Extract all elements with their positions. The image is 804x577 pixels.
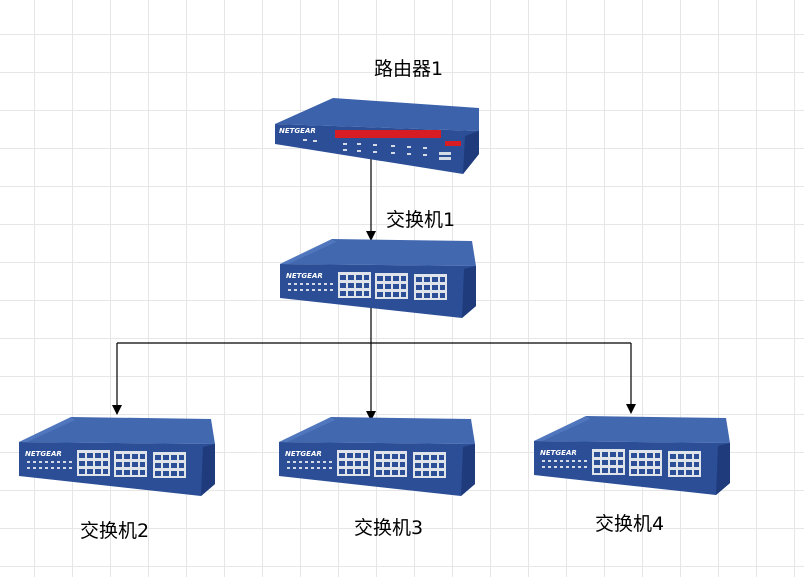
label-switch1: 交换机1 bbox=[386, 209, 456, 231]
label-switch2: 交换机2 bbox=[80, 520, 150, 542]
switch-icon-4 bbox=[534, 416, 730, 495]
label-router: 路由器1 bbox=[374, 58, 444, 80]
label-switch4: 交换机4 bbox=[595, 513, 665, 535]
switch-icon-2 bbox=[19, 417, 215, 496]
switch-icon-3 bbox=[279, 417, 475, 496]
router-icon: NETGEAR bbox=[275, 98, 479, 174]
router-brand: NETGEAR bbox=[279, 127, 316, 135]
label-switch3: 交换机3 bbox=[354, 517, 424, 539]
switch-icon-1 bbox=[280, 239, 476, 318]
